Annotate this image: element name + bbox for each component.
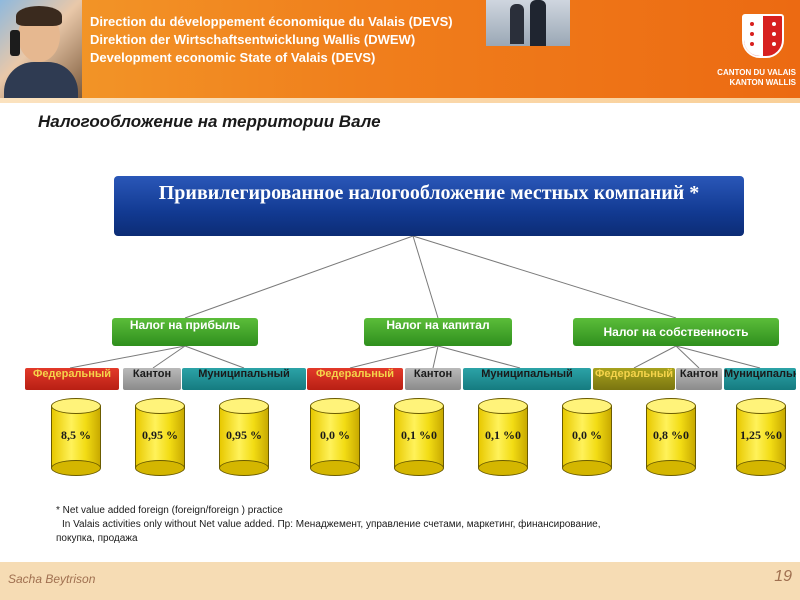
property-federal-box: Федеральный	[593, 368, 675, 390]
profit-federal-box: Федеральный	[25, 368, 119, 390]
capital-federal-box: Федеральный	[307, 368, 403, 390]
rate-value: 0,0 %	[310, 428, 360, 442]
rate-value: 0,1 %0	[394, 428, 444, 442]
profit-canton-box: Кантон	[123, 368, 181, 390]
rate-cylinder: 0,1 %0	[478, 398, 528, 476]
footnote: * Net value added foreign (foreign/forei…	[56, 504, 776, 546]
connector-profit-fed	[70, 346, 185, 368]
property-canton-box: Кантон	[676, 368, 722, 390]
connector-main-capital	[413, 236, 438, 318]
property-tax-box: Налог на собственность	[573, 318, 779, 346]
rate-cylinder: 0,95 %	[135, 398, 185, 476]
rate-value: 0,95 %	[135, 428, 185, 442]
rate-value: 0,0 %	[562, 428, 612, 442]
capital-tax-box: Налог на капитал	[364, 318, 512, 346]
rate-cylinder: 0,8 %0	[646, 398, 696, 476]
footer-author: Sacha Beytrison	[8, 572, 95, 586]
connector-main-profit	[185, 236, 413, 318]
rate-value: 0,1 %0	[478, 428, 528, 442]
footnote-line: In Valais activities only without Net va…	[56, 518, 776, 532]
profit-tax-label: Налог на прибыль	[112, 318, 258, 332]
connector-capital-muni	[438, 346, 520, 368]
property-municipal-box: Муниципальный	[724, 368, 796, 390]
connector-property-muni	[676, 346, 760, 368]
rate-value: 0,95 %	[219, 428, 269, 442]
rate-cylinder: 0,0 %	[562, 398, 612, 476]
rate-value: 8,5 %	[51, 428, 101, 442]
rate-cylinder: 0,95 %	[219, 398, 269, 476]
footnote-line: * Net value added foreign (foreign/forei…	[56, 504, 776, 518]
rate-value: 1,25 %0	[736, 428, 786, 442]
connector-main-property	[413, 236, 676, 318]
rate-cylinder: 1,25 %0	[736, 398, 786, 476]
footer-bar	[0, 562, 800, 600]
connector-profit-muni	[185, 346, 244, 368]
capital-municipal-box: Муниципальный	[463, 368, 591, 390]
page-number: 19	[742, 568, 792, 586]
rate-cylinder: 8,5 %	[51, 398, 101, 476]
profit-tax-box: Налог на прибыль	[112, 318, 258, 346]
connector-capital-canton	[433, 346, 438, 368]
rate-cylinder: 0,1 %0	[394, 398, 444, 476]
rate-value: 0,8 %0	[646, 428, 696, 442]
capital-canton-box: Кантон	[405, 368, 461, 390]
footnote-line: покупка, продажа	[56, 532, 776, 546]
profit-municipal-box: Муниципальный	[182, 368, 306, 390]
connector-property-fed	[634, 346, 676, 368]
rate-cylinder: 0,0 %	[310, 398, 360, 476]
capital-tax-label: Налог на капитал	[364, 318, 512, 332]
privileged-taxation-box: Привилегированное налогообложение местны…	[114, 176, 744, 236]
property-tax-label: Налог на собственность	[603, 325, 748, 339]
connector-capital-fed	[350, 346, 438, 368]
